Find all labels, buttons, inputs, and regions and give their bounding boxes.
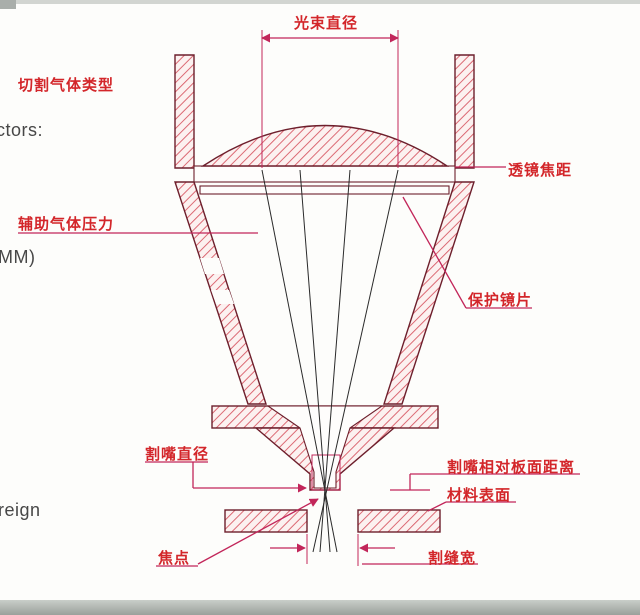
label-cutting-gas-type: 切割气体类型 (18, 77, 115, 94)
focus-lens (200, 124, 450, 167)
label-aux-gas-pressure: 辅助气体压力 (18, 216, 115, 233)
label-lens-focal: 透镜焦距 (508, 162, 573, 179)
dimension-nozzle-diameter (145, 461, 307, 493)
margin-text-fragment: MM) (0, 247, 36, 267)
nozzle-bore (266, 405, 384, 489)
dimension-kerf-width (270, 534, 478, 566)
label-focus: 焦点 (158, 550, 191, 567)
section-break (211, 290, 234, 304)
label-kerf-width: 割缝宽 (428, 550, 477, 567)
material-plate-left (224, 509, 308, 533)
scan-edge-bottom (0, 600, 640, 615)
label-protective-lens: 保护镜片 (468, 292, 533, 309)
label-beam-diameter: 光束直径 (294, 15, 359, 32)
lens-ring (193, 165, 456, 183)
leader-nozzle-standoff (390, 473, 580, 491)
cone-wall-right (383, 181, 475, 405)
material-plate-right (357, 509, 441, 533)
scan-edge-top (0, 0, 640, 4)
beam-lines (261, 169, 399, 553)
margin-text-fragment: reign (0, 500, 41, 520)
label-material-surface: 材料表面 (447, 487, 512, 504)
leader-focus (156, 498, 319, 567)
upper-wall-right (454, 54, 475, 169)
orifice-detail (311, 454, 341, 491)
upper-wall-left (174, 54, 195, 169)
scan-edge-corner (0, 0, 16, 9)
label-nozzle-standoff: 割嘴相对板面距离 (447, 459, 576, 476)
leader-material-surface (427, 501, 516, 512)
dimension-beam-diameter (261, 30, 399, 168)
leader-protective-lens (402, 196, 532, 309)
protective-window (199, 185, 450, 195)
section-break (200, 258, 224, 274)
label-nozzle-diameter: 割嘴直径 (145, 446, 210, 463)
margin-text-fragment: ctors: (0, 120, 44, 140)
